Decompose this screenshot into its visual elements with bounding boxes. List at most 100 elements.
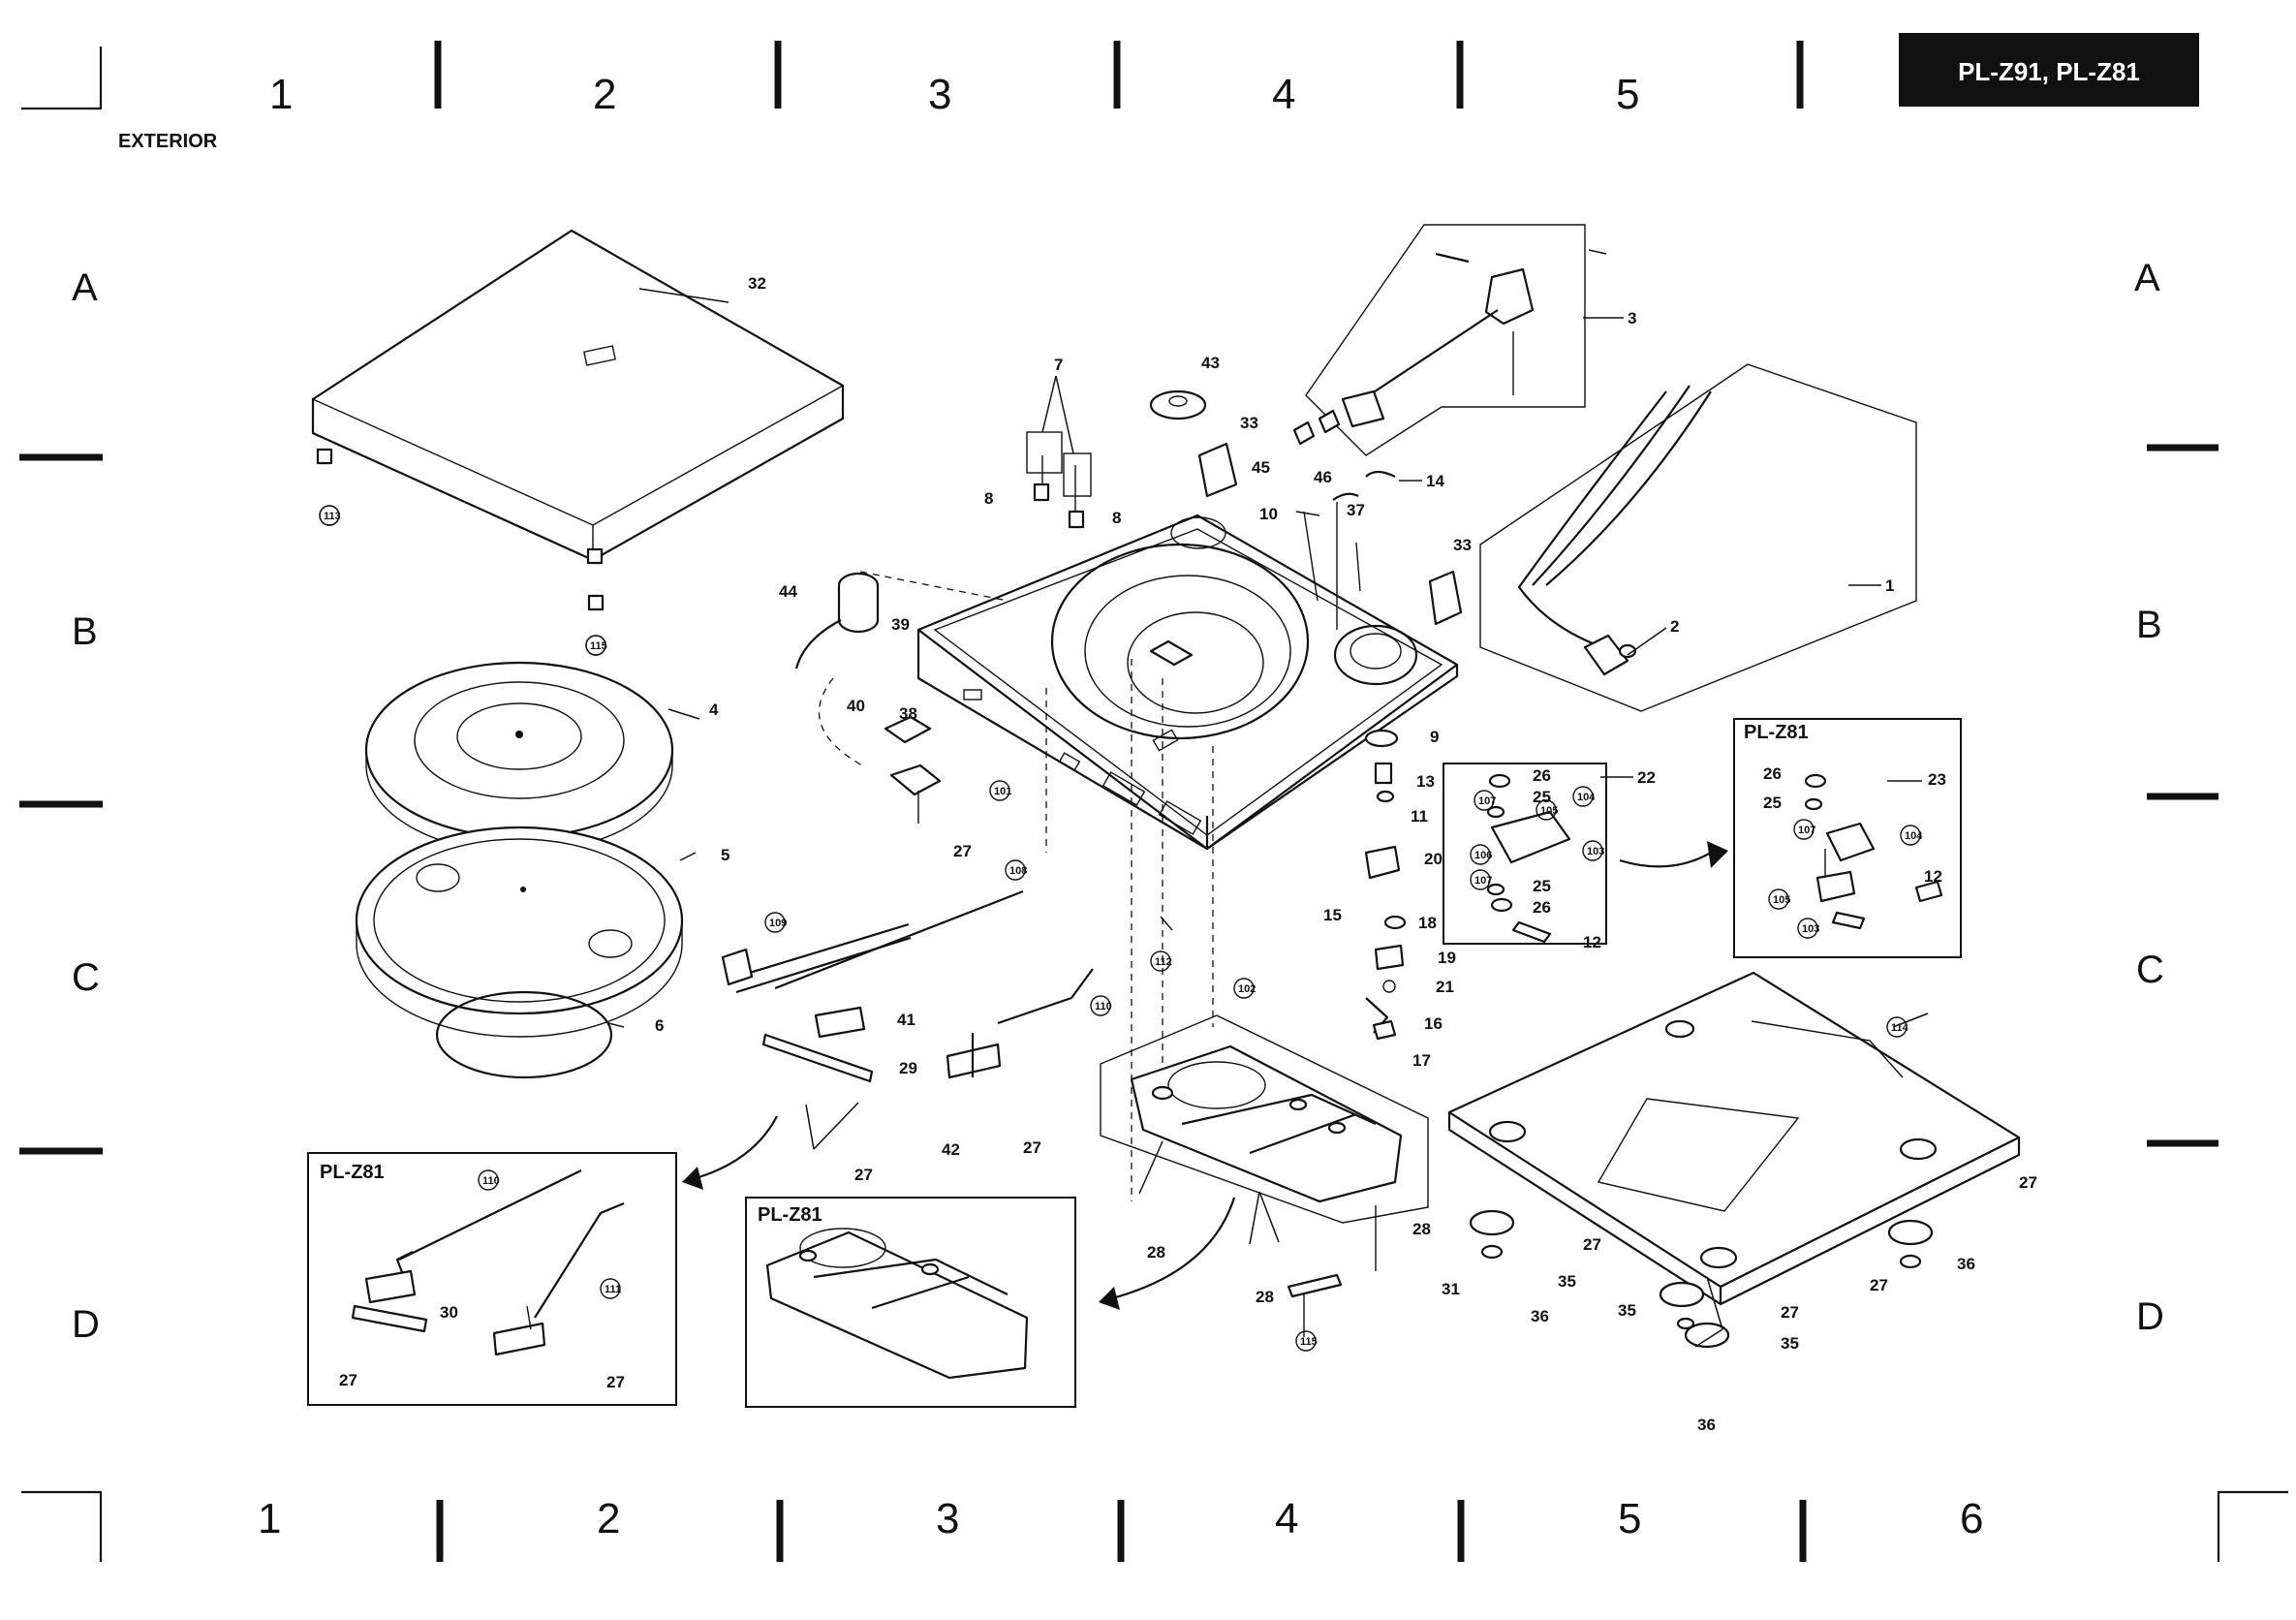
ref-label: 104 [1905,830,1923,842]
callout-label: 14 [1426,472,1444,490]
linkage-rods [721,889,1173,1083]
ref-label: 108 [1009,865,1027,877]
callout-label: 45 [1252,458,1270,477]
callout-label: 2 [1670,617,1679,636]
ref-label: 110 [482,1175,500,1187]
ref-label: 101 [994,786,1011,797]
callout-label: 35 [1618,1301,1636,1320]
callout-label: 16 [1424,1014,1443,1033]
row-label-right-d: D [2136,1295,2164,1338]
inset-pl-z81-mechanism [745,1197,1076,1408]
callout-label: 11 [1411,807,1428,826]
callout-label: 40 [847,697,865,715]
callout-label: 12 [1583,933,1601,951]
callout-label: 37 [1347,501,1365,519]
column-label-bottom-4: 4 [1275,1495,1298,1542]
ref-label: 105 [1773,894,1790,906]
ref-label: 110 [1095,1001,1112,1012]
ref-label: 114 [1891,1022,1909,1034]
row-label-right-c: C [2136,949,2164,991]
callout-label: 27 [339,1371,357,1389]
callout-label: 15 [1323,906,1342,924]
ref-label: 111 [605,1284,621,1295]
callout-label: 28 [1412,1220,1431,1238]
ref-label: 115 [1300,1336,1318,1348]
row-label-left-d: D [72,1303,100,1346]
callout-label: 4 [709,701,719,719]
platter-assembly [355,661,684,1079]
callout-label: 25 [1533,877,1551,895]
callout-label: 27 [953,842,972,860]
callout-label: 21 [1436,978,1454,996]
ref-label: 103 [1802,923,1819,935]
frame-grid [19,41,2288,1562]
callout-label: 19 [1438,949,1456,967]
callout-label: 10 [1259,505,1278,523]
inset-pl-z81-subassembly [1733,718,1962,958]
row-label-left-b: B [72,610,98,653]
inset-pl-z81-rods [307,1152,677,1406]
callout-label: 35 [1781,1334,1799,1353]
column-label-top-2: 2 [593,71,616,118]
inset-title: PL-Z81 [1744,722,1809,743]
callout-label: 41 [897,1011,915,1029]
callout-label: 12 [1924,867,1942,886]
leader-lines [607,249,1929,1348]
ref-label: 104 [1577,792,1596,803]
inset-title: PL-Z81 [320,1162,385,1183]
tonearm-assembly [1292,224,1586,456]
callout-label: 9 [1430,728,1439,746]
dust-cover [311,229,845,656]
callout-label: 26 [1533,766,1551,785]
column-label-top-3: 3 [928,71,951,118]
row-label-right-b: B [2136,604,2162,646]
callout-label: 27 [1781,1303,1799,1322]
callout-label: 18 [1418,914,1437,932]
callout-label: 35 [1558,1272,1576,1291]
inset-title: PL-Z81 [758,1204,822,1226]
callout-label: 3 [1628,309,1636,327]
ref-label: 115 [590,640,607,652]
callout-label: 26 [1763,764,1782,783]
column-label-bottom-5: 5 [1618,1495,1641,1542]
row-label-left-a: A [72,266,98,309]
callout-label: 29 [899,1059,917,1077]
motor-and-small-parts [794,389,1463,824]
bottom-cabinet [1447,971,2021,1349]
callout-label: 33 [1453,536,1472,554]
row-label-right-a: A [2134,257,2160,299]
callout-label: 26 [1533,898,1551,917]
column-label-bottom-2: 2 [597,1495,620,1542]
ref-label: 107 [1474,875,1492,887]
ref-label: 105 [1540,805,1558,817]
callout-label: 27 [606,1373,625,1391]
callout-label: 17 [1412,1051,1431,1070]
pointer-arrows [682,841,1728,1310]
ref-label: 113 [324,511,341,522]
callout-label: 39 [891,615,910,634]
callout-label: 20 [1424,850,1443,868]
main-chassis [818,514,1459,1201]
callout-label: 6 [655,1016,664,1035]
column-label-bottom-1: 1 [258,1495,281,1542]
column-label-bottom-3: 3 [936,1495,959,1542]
mechanism-plate [1100,1014,1429,1337]
column-label-top-4: 4 [1272,71,1295,118]
callout-label: 42 [942,1140,960,1159]
callout-label: 5 [721,846,729,864]
callout-label: 46 [1314,468,1332,486]
callout-label: 25 [1533,788,1551,806]
ref-label: 106 [1474,850,1492,861]
callout-label: 8 [984,489,993,508]
callout-label: 44 [779,582,797,601]
callout-label: 13 [1416,772,1435,791]
sub-assembly-22 [1364,729,1607,1041]
column-label-top-1: 1 [269,71,293,118]
callout-label: 27 [1870,1276,1888,1294]
callout-label: 36 [1697,1416,1716,1434]
callout-label: 33 [1240,414,1258,432]
callout-labels: 32 4 5 6 44 39 38 40 27 7 8 8 43 33 33 4… [319,274,2037,1434]
callout-label: 27 [1023,1138,1041,1157]
callout-label: 8 [1112,509,1121,527]
